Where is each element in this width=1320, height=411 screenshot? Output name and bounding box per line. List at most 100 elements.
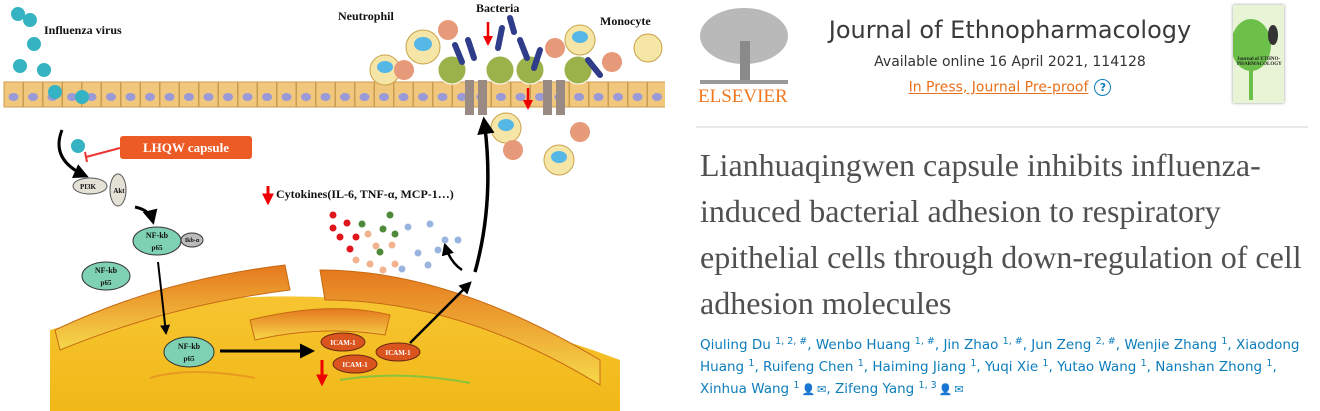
cytokine-dot bbox=[336, 233, 344, 241]
pre-proof-link[interactable]: In Press, Journal Pre-proof bbox=[908, 79, 1089, 96]
author-link[interactable]: Qiuling Du bbox=[700, 337, 771, 353]
cell-nucleus bbox=[398, 93, 409, 101]
cytokine-dot bbox=[434, 246, 442, 254]
affiliation-sup[interactable]: 1, # bbox=[1002, 336, 1023, 347]
author-link[interactable]: Xinhua Wang bbox=[700, 381, 790, 397]
er-fold bbox=[249, 308, 391, 341]
affiliation-sup[interactable]: 1 bbox=[1221, 336, 1228, 347]
cell-nucleus bbox=[593, 93, 604, 101]
affiliation-sup[interactable]: 1 bbox=[1266, 358, 1273, 369]
cell-nucleus bbox=[184, 93, 194, 101]
affiliation-sup[interactable]: 1 bbox=[1042, 358, 1049, 369]
affiliation-sup[interactable]: 1 bbox=[857, 358, 864, 369]
cell-nucleus bbox=[496, 93, 506, 101]
cover-text: Journal of ETHNO-PHARMACOLOGY bbox=[1237, 57, 1282, 67]
cell-nucleus bbox=[632, 93, 643, 101]
affiliation-sup[interactable]: 1 bbox=[793, 380, 800, 391]
svg-text:NF-kb: NF-kb bbox=[146, 231, 169, 240]
author-link[interactable]: Wenjie Zhang bbox=[1124, 337, 1218, 353]
lhqw-label: LHQW capsule bbox=[143, 140, 229, 155]
author-link[interactable]: Wenbo Huang bbox=[815, 337, 911, 353]
cell-nucleus bbox=[437, 93, 448, 101]
affiliation-sup[interactable]: 1 bbox=[1140, 358, 1147, 369]
elsevier-tree-logo bbox=[700, 8, 788, 84]
akt-label: Akt bbox=[113, 187, 125, 195]
bacteria-label: Bacteria bbox=[476, 1, 519, 15]
person-icon[interactable]: 👤 bbox=[801, 383, 816, 396]
author-link[interactable]: Xiaodong Huang bbox=[700, 337, 1300, 375]
icam-complex bbox=[320, 332, 421, 374]
cell-nucleus bbox=[359, 93, 370, 101]
journal-cover[interactable]: Journal of ETHNO-PHARMACOLOGY bbox=[1233, 5, 1284, 103]
affiliation-sup[interactable]: 1, # bbox=[914, 336, 935, 347]
pi3k-label: PI3K bbox=[80, 183, 97, 191]
cytokine-dot bbox=[391, 260, 399, 268]
affiliation-sup[interactable]: 1 bbox=[970, 358, 977, 369]
cytokine-dot bbox=[366, 260, 374, 268]
cytokine-dot bbox=[398, 265, 406, 273]
svg-text:NF-kb: NF-kb bbox=[178, 342, 201, 351]
author-list: Qiuling Du 1, 2, #, Wenbo Huang 1, #, Ji… bbox=[700, 336, 1300, 397]
author-link[interactable]: Zifeng Yang bbox=[834, 381, 915, 397]
divider bbox=[696, 126, 1308, 128]
article-body: Lianhuaqingwen capsule inhibits influenz… bbox=[700, 142, 1320, 401]
affiliation-sup[interactable]: 1, 2, # bbox=[775, 336, 808, 347]
person-icon[interactable]: 👤 bbox=[938, 383, 953, 396]
cell-nucleus bbox=[8, 93, 19, 101]
dna-icon bbox=[149, 371, 256, 379]
cytokine-dot bbox=[329, 211, 337, 219]
author-link[interactable]: Ruifeng Chen bbox=[763, 359, 854, 375]
monocyte-label: Monocyte bbox=[600, 14, 651, 28]
cytokine-dot bbox=[379, 225, 387, 233]
dna-icon bbox=[339, 374, 471, 384]
cell-nucleus bbox=[515, 93, 526, 101]
cell-nucleus bbox=[535, 93, 545, 101]
availability-date: Available online 16 April 2021, 114128 bbox=[874, 54, 1146, 70]
cytokine-dot bbox=[388, 241, 396, 249]
junction bbox=[478, 80, 487, 115]
cell-nucleus bbox=[281, 93, 292, 101]
graphical-abstract: Influenza virus Neutrophil Bacteria Mono… bbox=[3, 1, 665, 411]
junction bbox=[465, 80, 474, 115]
cell-nucleus bbox=[340, 93, 350, 101]
cytokines-label: Cytokines(IL-6, TNF-α, MCP-1…) bbox=[276, 187, 454, 201]
author-link[interactable]: Haiming Jiang bbox=[872, 359, 967, 375]
cell-nucleus bbox=[320, 93, 331, 101]
author-link[interactable]: Yutao Wang bbox=[1057, 359, 1137, 375]
cytokine-dot bbox=[376, 248, 384, 256]
author-link[interactable]: Jin Zhao bbox=[943, 337, 999, 353]
svg-text:p65: p65 bbox=[101, 279, 112, 287]
cell-nucleus bbox=[262, 93, 272, 101]
affiliation-sup[interactable]: 1, 3 bbox=[918, 380, 937, 391]
author-link[interactable]: Nanshan Zhong bbox=[1155, 359, 1263, 375]
affiliation-sup[interactable]: 1 bbox=[748, 358, 755, 369]
cell-nucleus bbox=[613, 93, 623, 101]
cell-nucleus bbox=[67, 93, 77, 101]
virus-icon bbox=[11, 7, 89, 153]
publisher-name: ELSEVIER bbox=[698, 86, 788, 107]
journal-title[interactable]: Journal of Ethnopharmacology bbox=[828, 16, 1192, 44]
nfkb-nuclear: NF-kb p65 bbox=[163, 336, 215, 368]
article-header: ELSEVIER Journal of Ethnopharmacology Av… bbox=[680, 0, 1320, 411]
lhqw-capsule-badge bbox=[120, 136, 252, 159]
nfkb-free: NF-kb p65 bbox=[81, 261, 131, 291]
cell-nucleus bbox=[652, 93, 662, 101]
cytokine-dot bbox=[364, 230, 372, 238]
cell-nucleus bbox=[203, 93, 214, 101]
affiliation-sup[interactable]: 2, # bbox=[1095, 336, 1116, 347]
author-link[interactable]: Jun Zeng bbox=[1031, 337, 1092, 353]
icam-label: ICAM-1 bbox=[330, 339, 356, 347]
cytokine-dot bbox=[343, 219, 351, 227]
cytokine-dot bbox=[329, 224, 337, 232]
author-link[interactable]: Yuqi Xie bbox=[984, 359, 1039, 375]
email-icon[interactable]: ✉ bbox=[817, 383, 827, 396]
help-icon[interactable]: ? bbox=[1094, 79, 1112, 96]
cytokine-dot bbox=[358, 220, 366, 228]
epithelial-layer bbox=[3, 81, 665, 108]
er-fold bbox=[54, 264, 291, 351]
cell-nucleus bbox=[301, 93, 311, 101]
neutrophil-label: Neutrophil bbox=[338, 9, 394, 23]
er-fold bbox=[319, 269, 601, 386]
cell-nucleus bbox=[418, 93, 428, 101]
email-icon[interactable]: ✉ bbox=[954, 383, 964, 396]
